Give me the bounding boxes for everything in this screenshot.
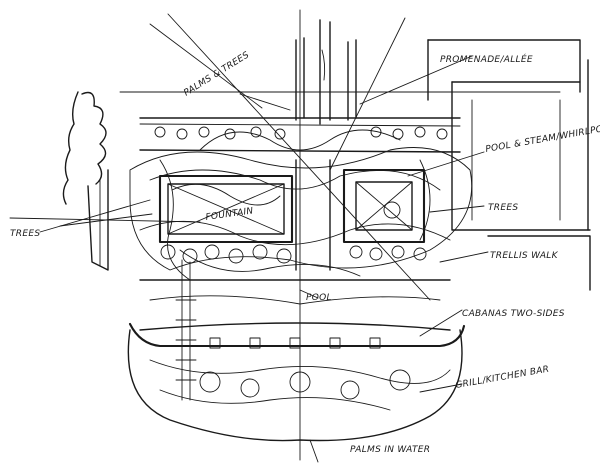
construction-lines (9, 9, 561, 461)
cabana-band (128, 279, 466, 349)
leader-lines (59, 55, 489, 393)
scribble-mass (129, 129, 473, 281)
promenade-columns (295, 19, 357, 125)
label-trees-right: TREES (488, 203, 518, 213)
label-promenade: PROMENADE/ALLÉE (440, 53, 533, 65)
upper-walkway (139, 117, 461, 153)
label-pool-steam: POOL & STEAM/WHIRLPOOL (485, 122, 600, 155)
right-panels (427, 39, 591, 291)
bottom-basin (127, 329, 463, 463)
label-palms-trees: PALMS & TREES (182, 50, 251, 98)
label-trellis-walk: TRELLIS WALK (490, 251, 559, 261)
label-fountain: FOUNTAIN (205, 206, 254, 223)
label-pool: POOL (306, 293, 332, 303)
label-trees-left: TREES (10, 229, 40, 239)
label-grill: GRILL/KITCHEN BAR (455, 365, 550, 391)
whirlpool-pool (342, 168, 427, 261)
annotation-labels: PROMENADE/ALLÉE PALMS & TREES TREES FOUN… (10, 50, 600, 455)
trellis-verticals (175, 159, 331, 401)
label-palms-water: PALMS IN WATER (350, 445, 430, 455)
label-cabanas: CABANAS TWO-SIDES (462, 309, 565, 319)
left-boundary (62, 91, 109, 271)
